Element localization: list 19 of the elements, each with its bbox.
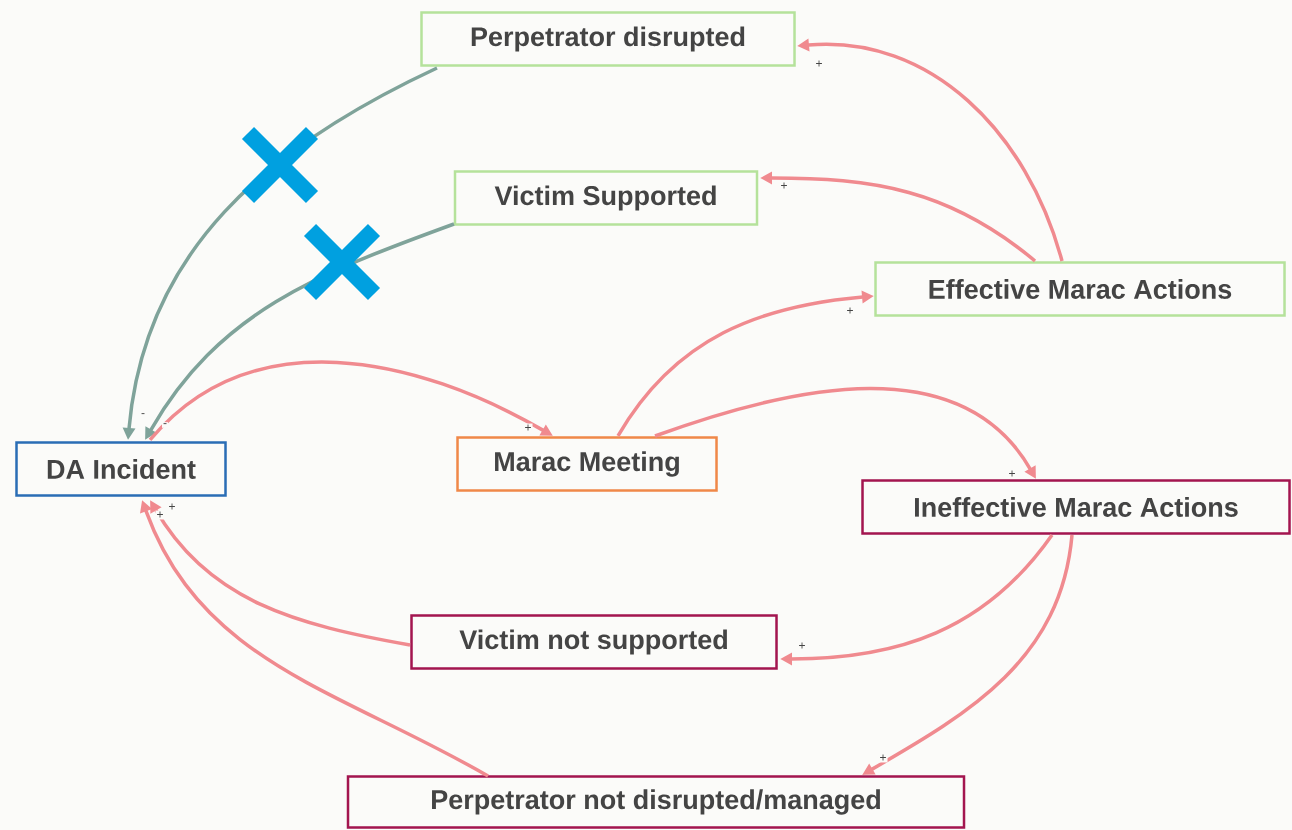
edge-label: +	[155, 510, 165, 520]
edge-label: +	[878, 753, 888, 763]
process-box: Perpetrator disrupted	[420, 11, 796, 67]
edge-label: +	[523, 423, 533, 433]
process-box: DA Incident	[15, 441, 227, 497]
process-box: Victim Supported	[453, 170, 759, 226]
edge-label: +	[779, 181, 789, 191]
process-box: Marac Meeting	[456, 436, 718, 492]
edge-label: -	[140, 412, 146, 418]
edge-label: +	[797, 641, 807, 651]
edge-label: +	[167, 502, 177, 512]
edge-label: +	[1007, 469, 1017, 479]
process-box: Effective Marac Actions	[874, 261, 1286, 317]
process-box: Perpetrator not disrupted/managed	[346, 775, 966, 829]
process-box: Ineffective Marac Actions	[861, 479, 1291, 535]
process-box: Victim not supported	[410, 614, 778, 670]
edge-label: +	[814, 59, 824, 69]
edge-label: -	[162, 422, 168, 428]
edge-label: +	[845, 306, 855, 316]
